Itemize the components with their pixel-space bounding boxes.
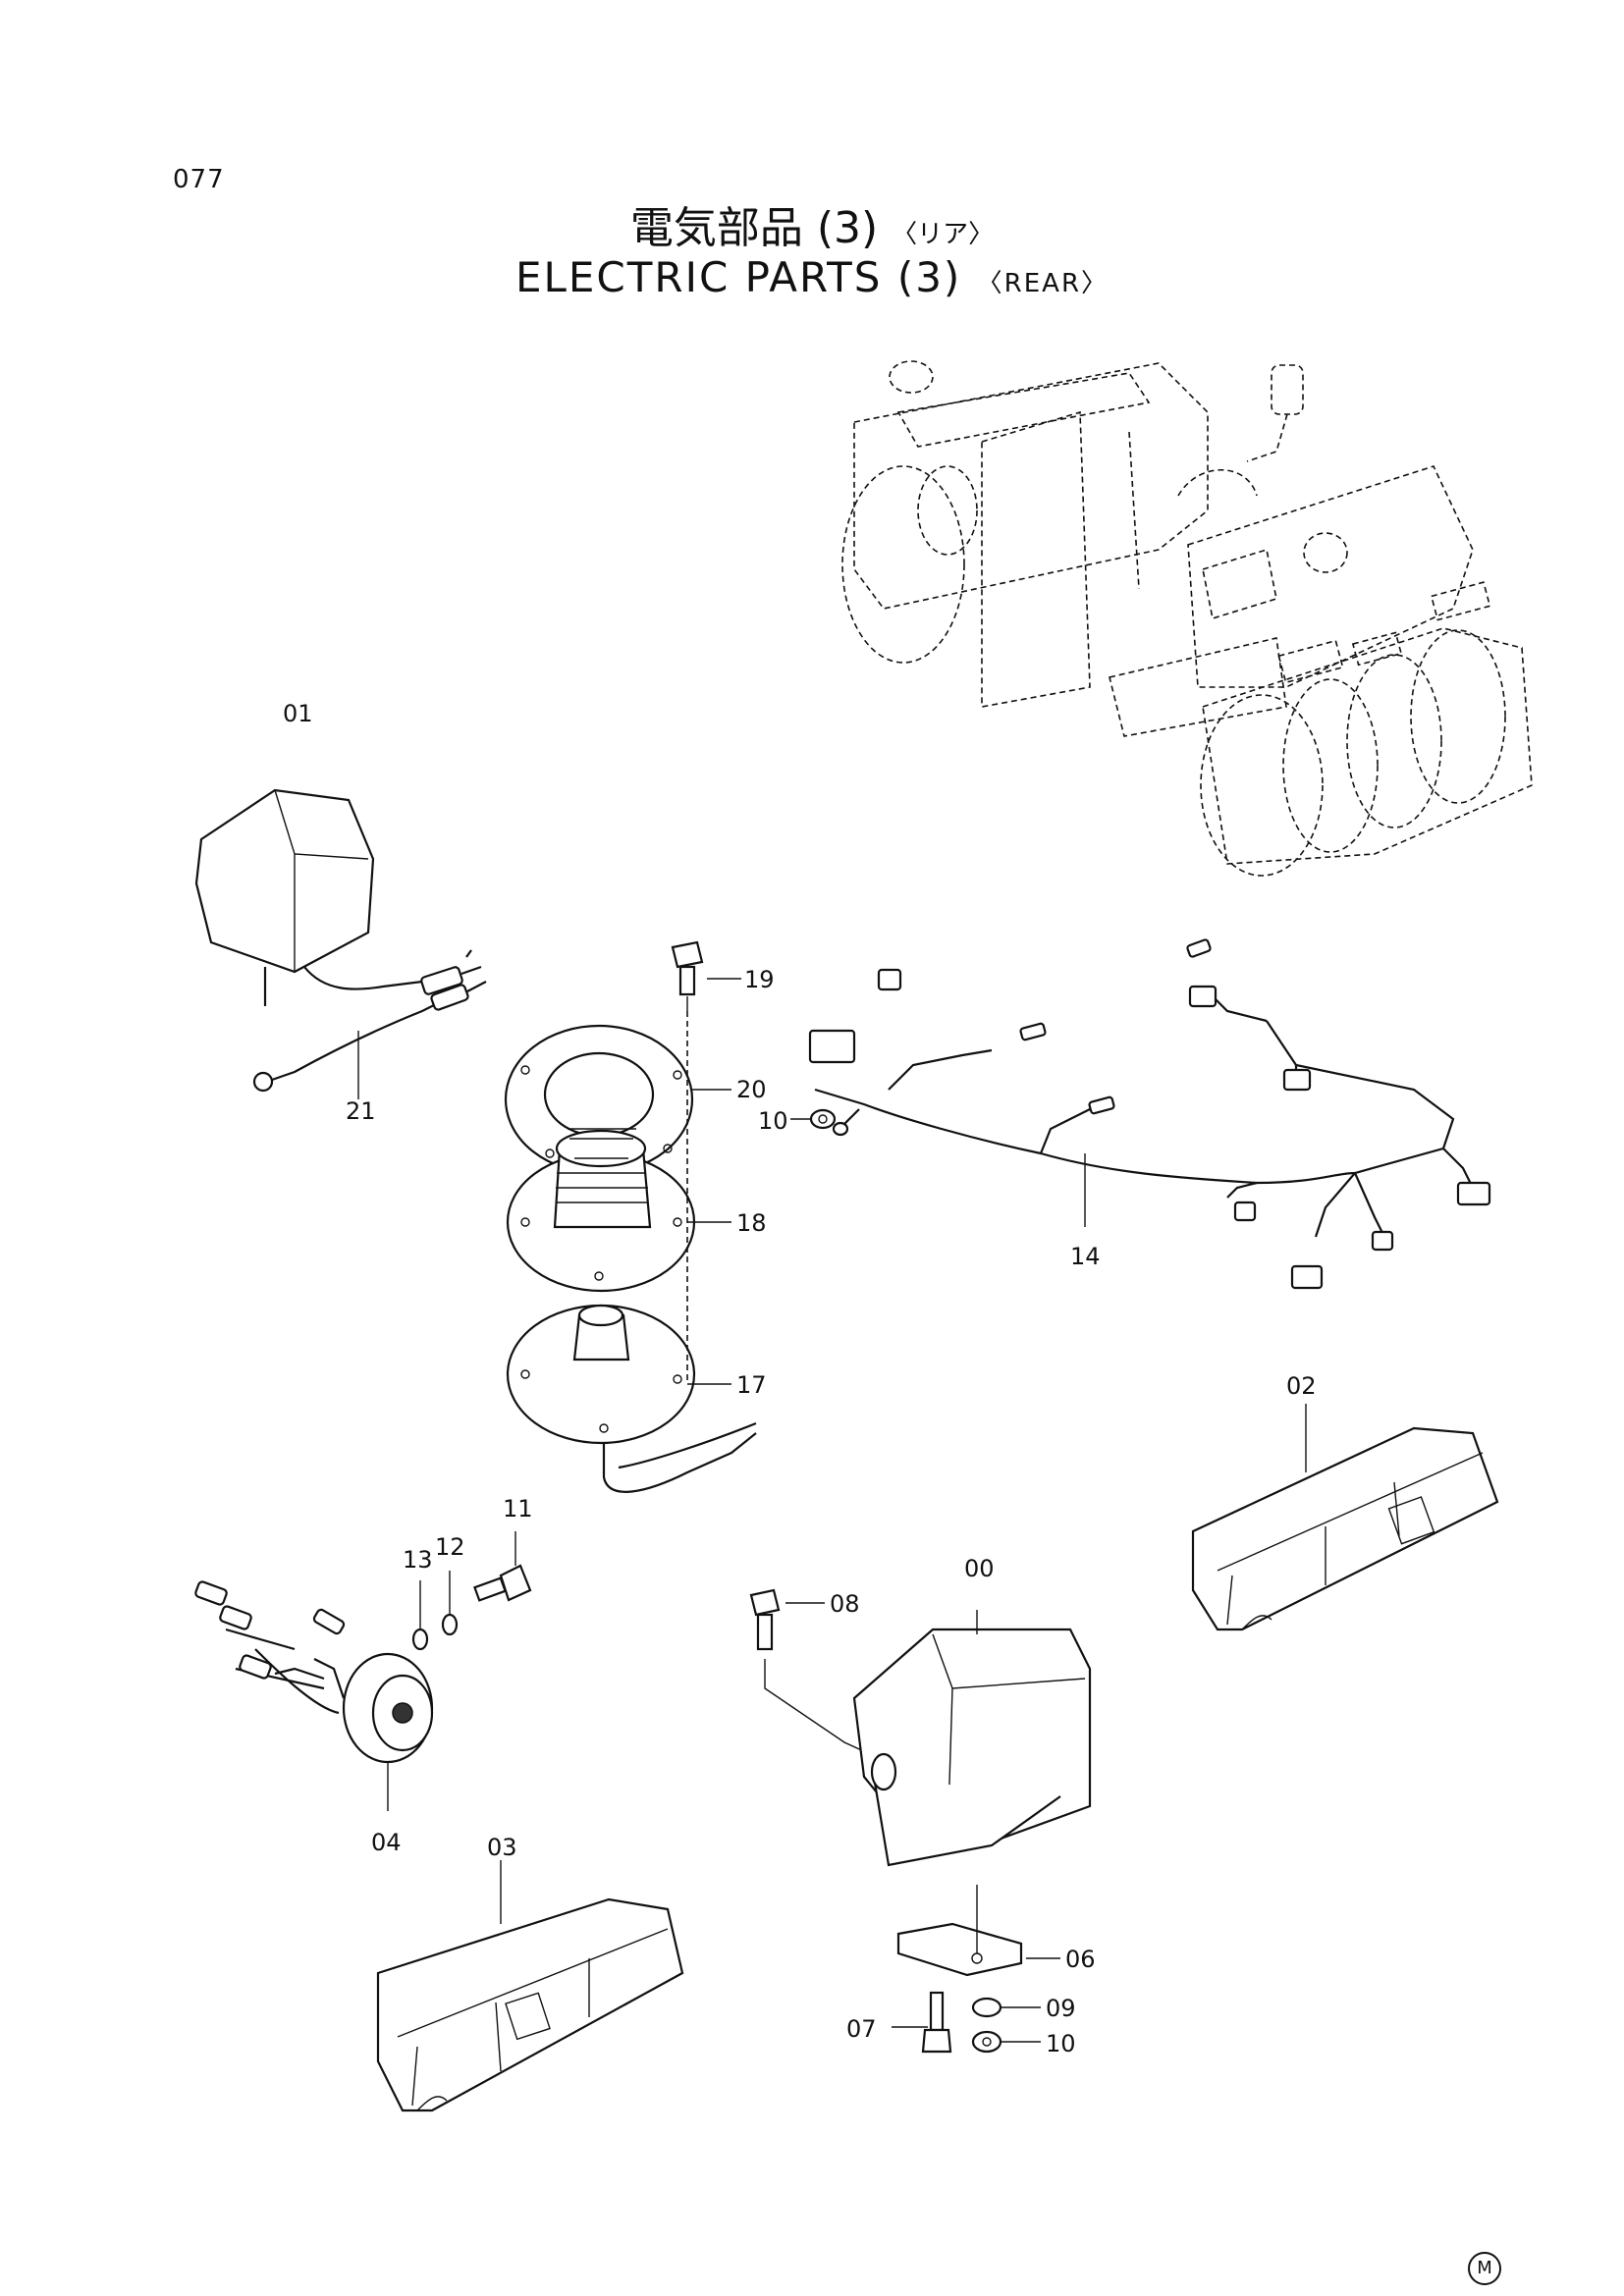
part-02-rear-combination-lamp — [1191, 1404, 1499, 1631]
part-01-work-lamp — [194, 788, 482, 1006]
callout-18: 18 — [736, 1209, 767, 1237]
callout-12: 12 — [435, 1533, 465, 1561]
callout-09: 09 — [1046, 1995, 1076, 2022]
part-08-bolt — [749, 1588, 963, 1797]
callout-14: 14 — [1070, 1243, 1101, 1270]
title-jp-sub: 〈リア〉 — [892, 220, 995, 249]
part-14-wiring-harness — [808, 938, 1491, 1290]
part-13-washer — [411, 1580, 429, 1651]
title-japanese: 電気部品 (3) 〈リア〉 — [0, 192, 1624, 255]
callout-20: 20 — [736, 1076, 767, 1103]
callout-06: 06 — [1065, 1946, 1096, 1973]
callout-21: 21 — [346, 1097, 376, 1125]
part-18-beacon-body — [506, 1128, 731, 1293]
part-00-work-light — [852, 1610, 1092, 1867]
machine-overview-illustration — [841, 360, 1533, 877]
footer-circled-mark: M — [1468, 2252, 1501, 2285]
part-04-rotary-switch — [194, 1580, 434, 1811]
part-21-ground-cable — [252, 981, 487, 1099]
callout-08: 08 — [830, 1590, 860, 1618]
callout-02: 02 — [1286, 1372, 1317, 1400]
part-06-mounting-plate — [896, 1885, 1060, 1977]
part-17-beacon-base — [506, 1304, 757, 1493]
part-19-bolt — [671, 940, 741, 1011]
part-03-rear-combination-lamp — [376, 1860, 684, 2112]
callout-03: 03 — [487, 1834, 517, 1861]
callout-04: 04 — [371, 1829, 402, 1856]
callout-10-upper: 10 — [758, 1107, 788, 1135]
part-10-nut-lower — [971, 2030, 1041, 2054]
title-jp-main: 電気部品 (3) — [629, 203, 879, 253]
callout-10-lower: 10 — [1046, 2030, 1076, 2057]
part-07-bolt — [892, 1991, 952, 2054]
callout-00: 00 — [964, 1555, 995, 1582]
part-09-washer — [971, 1997, 1041, 2018]
title-english: ELECTRIC PARTS (3) 〈REAR〉 — [0, 253, 1624, 301]
part-11-bolt — [473, 1531, 532, 1602]
callout-07: 07 — [846, 2015, 877, 2043]
title-en-main: ELECTRIC PARTS (3) — [514, 253, 962, 301]
part-12-lock-washer — [441, 1571, 459, 1636]
callout-01: 01 — [283, 700, 313, 727]
part-10-nut-upper — [790, 1108, 837, 1130]
page-number: 077 — [173, 165, 225, 194]
callout-19: 19 — [744, 966, 775, 993]
callout-13: 13 — [403, 1546, 433, 1574]
title-en-sub: 〈REAR〉 — [976, 269, 1110, 298]
part-20-mounting-ring — [504, 1024, 731, 1175]
callout-11: 11 — [503, 1495, 533, 1522]
callout-17: 17 — [736, 1371, 767, 1399]
